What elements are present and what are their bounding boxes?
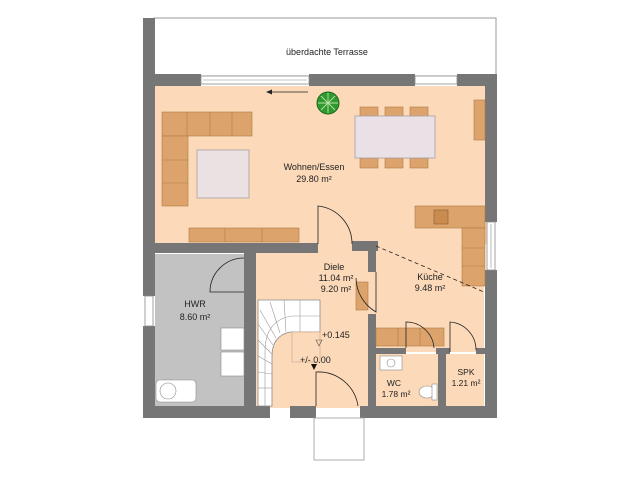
utility-name: HWR: [184, 299, 206, 309]
sink-icon: [433, 209, 449, 225]
window-utility-west: [144, 295, 154, 327]
kitchen-counter: [414, 205, 486, 229]
chair: [384, 157, 404, 169]
chair: [359, 157, 379, 169]
wall-living-south: [155, 243, 318, 253]
pantry-floor: [446, 354, 484, 406]
sofa-back: [161, 111, 253, 137]
wc-fixtures: [379, 355, 438, 401]
hall-area1: 11.04 m²: [319, 273, 354, 283]
door-kitchen: [355, 272, 377, 313]
wall-wc-north-2: [436, 348, 450, 354]
walls: [143, 18, 497, 418]
wall-wc-pantry: [438, 354, 446, 406]
chair: [409, 106, 429, 118]
wall-hall-kitchen-1: [368, 244, 376, 272]
basin: [379, 355, 403, 371]
dryer: [220, 351, 245, 377]
chair: [359, 106, 379, 118]
chair: [409, 157, 429, 169]
terrace: überdachte Terrasse: [153, 17, 497, 77]
living-area: 29.80 m²: [296, 174, 332, 184]
terrace-outline: [153, 17, 497, 77]
window-dining-north: [414, 75, 458, 85]
sliding-door-arrow-icon: [266, 89, 308, 95]
tv-sideboard: [188, 227, 300, 243]
kitchen-area: 9.48 m²: [415, 283, 446, 293]
terrace-label: überdachte Terrasse: [286, 47, 368, 57]
wardrobe: [355, 281, 369, 311]
kitchen-dash-line: [375, 245, 485, 293]
wall-hall-kitchen-2: [368, 314, 376, 406]
hall-area2: 9.20 m²: [321, 284, 352, 294]
wc-area: 1.78 m²: [382, 389, 411, 399]
wall-west-lower: [143, 326, 155, 418]
wall-pantry-north: [476, 348, 485, 354]
wall-wc-north: [376, 348, 406, 354]
door-utility: [209, 257, 245, 293]
wall-north-2: [309, 74, 415, 86]
level-upper: +0.145: [322, 330, 350, 340]
rug: [196, 149, 250, 199]
pantry-name: SPK: [457, 367, 474, 377]
staircase: [257, 299, 323, 407]
kitchen-units: [375, 205, 486, 347]
wall-utility-east: [244, 253, 256, 406]
entrance-step: [313, 417, 365, 461]
room-labels: Wohnen/Essen 29.80 m² Diele 11.04 m² 9.2…: [180, 162, 481, 399]
living-name: Wohnen/Essen: [284, 162, 345, 172]
kitchen-counter-south: [375, 327, 445, 347]
door-entrance: [315, 371, 359, 407]
kitchen-name: Küche: [417, 272, 443, 282]
level-ground: +/- 0.00: [300, 355, 331, 365]
doors: [209, 205, 477, 407]
door-wc: [405, 321, 435, 349]
wall-north-1: [143, 74, 201, 86]
door-pantry: [449, 321, 477, 352]
wall-east-lower: [485, 270, 497, 418]
hall-name: Diele: [324, 262, 345, 272]
wall-south-2: [290, 406, 316, 418]
sideboard-east: [473, 99, 486, 141]
sofa: [161, 111, 253, 207]
level-arrow-icon: [315, 339, 323, 347]
pantry-area: 1.21 m²: [452, 378, 481, 388]
wall-west-upper: [143, 18, 155, 296]
wc-name: WC: [387, 378, 401, 388]
washer: [220, 327, 245, 351]
wall-south-1: [143, 406, 270, 418]
kitchen-counter-side: [461, 227, 486, 287]
wall-east-upper: [485, 74, 497, 222]
level-arrow-icon: [311, 364, 317, 370]
wall-living-hall: [352, 241, 378, 251]
dining-table: [354, 115, 436, 159]
door-living-hall: [317, 205, 353, 245]
wall-south-3: [360, 406, 497, 418]
sofa-side: [161, 135, 189, 207]
dining-set: [354, 106, 436, 169]
chair: [384, 106, 404, 118]
utility-fixtures: [155, 327, 245, 403]
landing: [291, 331, 321, 363]
utility-area: 8.60 m²: [180, 312, 211, 322]
plant-icon: [316, 91, 340, 115]
